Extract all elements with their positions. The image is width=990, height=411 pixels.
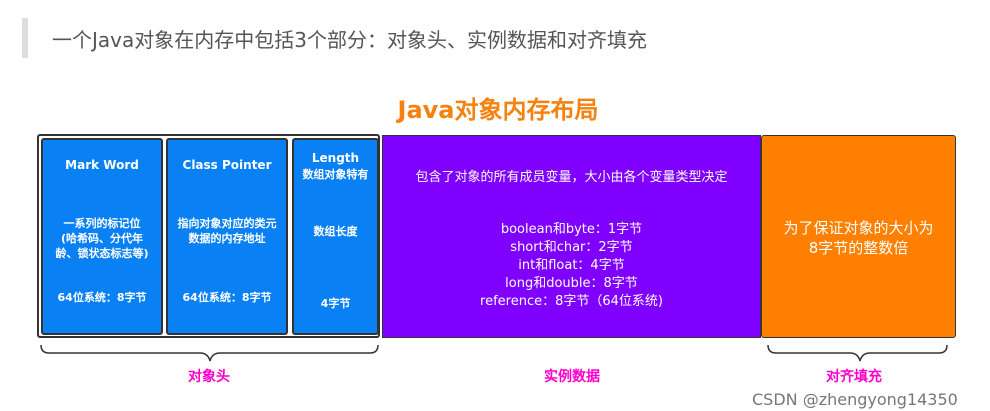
padding-block: 为了保证对象的大小为 8字节的整数倍: [761, 135, 956, 338]
block-desc: 数组长度: [313, 225, 358, 238]
block-size: 4字节: [320, 297, 351, 310]
label-padding: 对齐填充: [826, 369, 882, 385]
block-desc: 一系列的标记位: [63, 217, 141, 230]
block-name: Length: [311, 151, 360, 165]
type-size: reference：8字节（64位系统): [480, 294, 663, 309]
block-name: Class Pointer: [182, 158, 272, 172]
watermark: CSDN @zhengyong14350: [752, 390, 958, 409]
instance-data-block: 包含了对象的所有成员变量，大小由各个变量类型决定 boolean和byte：1字…: [382, 135, 761, 338]
label-header: 对象头: [188, 369, 230, 385]
block-size: 64位系统：8字节: [57, 291, 147, 304]
block-desc: 数据的内存地址: [188, 232, 266, 245]
type-size: short和char：2字节: [510, 240, 633, 255]
label-instance: 实例数据: [544, 369, 600, 385]
header-brace: [40, 344, 379, 362]
padding-brace: [767, 344, 948, 362]
block-name: Mark Word: [65, 158, 139, 172]
class-pointer-block: Class Pointer 指向对象对应的类元 数据的内存地址 64位系统：8字…: [166, 138, 288, 335]
block-sub: 数组对象特有: [302, 168, 369, 181]
mark-word-block: Mark Word 一系列的标记位 (哈希码、分代年 龄、锁状态标志等) 64位…: [41, 138, 163, 335]
instance-desc: 包含了对象的所有成员变量，大小由各个变量类型决定: [415, 170, 728, 185]
block-desc: (哈希码、分代年: [60, 232, 144, 245]
diagram-title: Java对象内存布局: [397, 96, 599, 124]
length-block: Length 数组对象特有 数组长度 4字节: [292, 138, 379, 335]
type-size: int和float：4字节: [518, 258, 625, 273]
padding-desc: 为了保证对象的大小为: [783, 219, 934, 237]
heading: 一个Java对象在内存中包括3个部分：对象头、实例数据和对齐填充: [52, 28, 647, 52]
braces: [40, 344, 948, 362]
quote-bar: [22, 18, 28, 58]
block-size: 64位系统：8字节: [182, 291, 272, 304]
type-size: boolean和byte：1字节: [500, 222, 643, 237]
type-size: long和double：8字节: [505, 276, 638, 291]
block-desc: 指向对象对应的类元: [177, 217, 277, 230]
padding-desc: 8字节的整数倍: [808, 239, 909, 257]
block-desc: 龄、锁状态标志等): [55, 247, 149, 260]
